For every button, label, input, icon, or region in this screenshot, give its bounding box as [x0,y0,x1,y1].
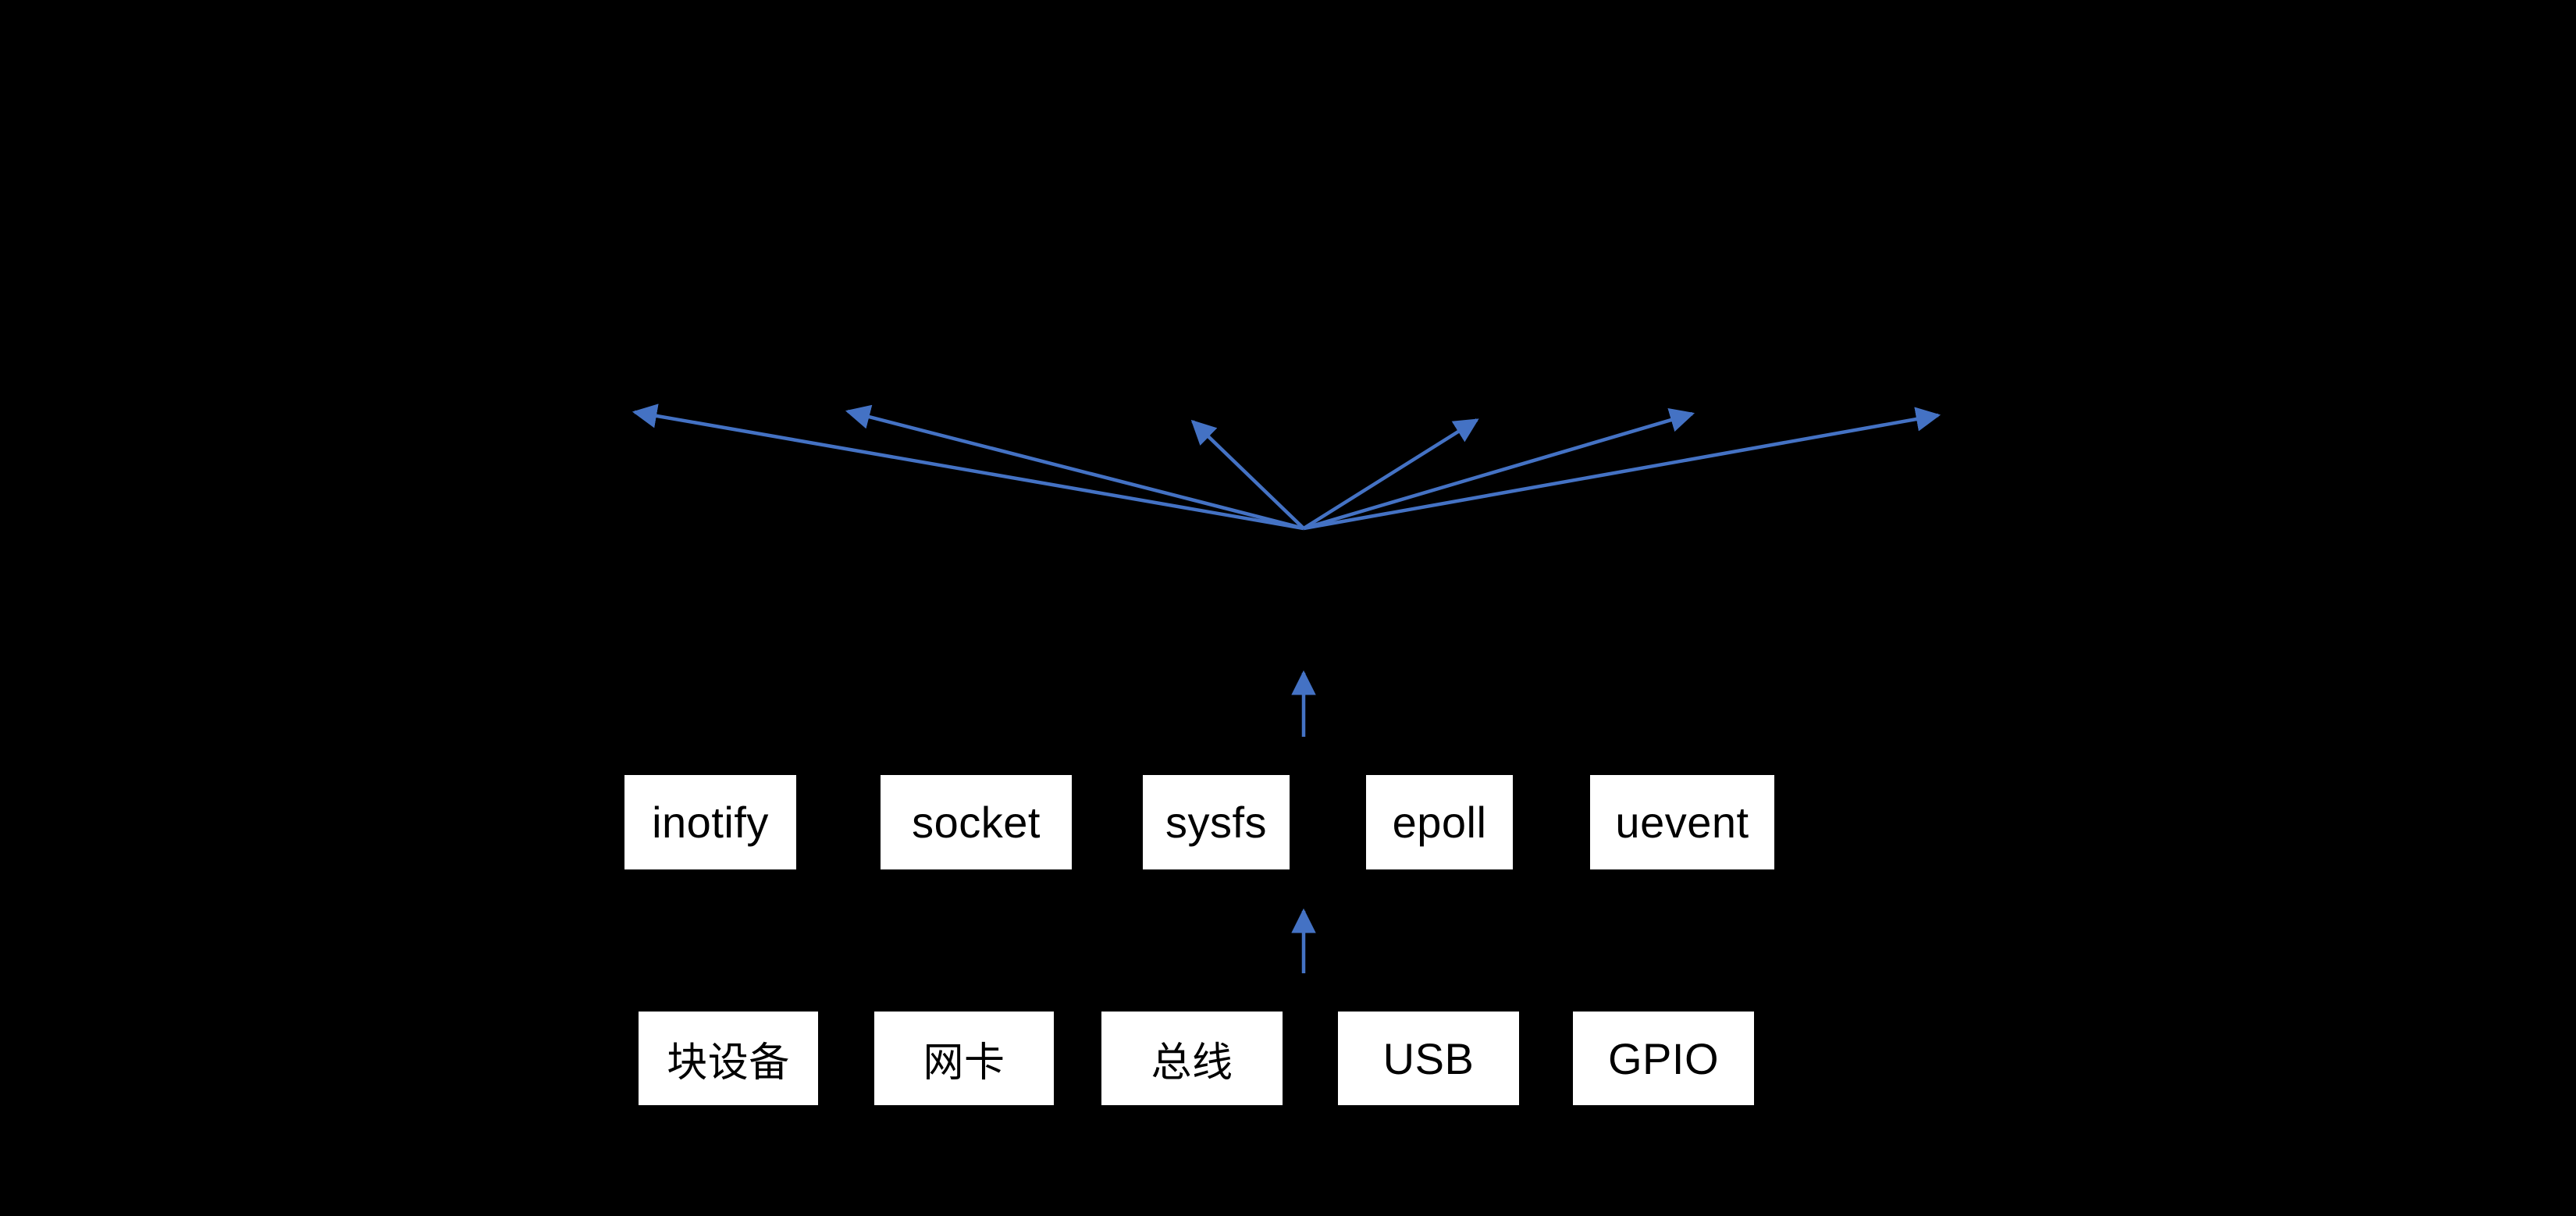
box-uevent: uevent [1590,775,1774,869]
box-block-device: 块设备 [639,1012,818,1105]
box-epoll: epoll [1366,775,1513,869]
box-inotify-label: inotify [652,798,769,847]
box-usb: USB [1338,1012,1519,1105]
box-uevent-label: uevent [1615,798,1749,847]
box-usb-label: USB [1382,1033,1475,1083]
box-gpio-label: GPIO [1607,1033,1720,1083]
box-socket: socket [881,775,1072,869]
fan-arrow-4 [1302,418,1479,530]
box-inotify: inotify [624,775,796,869]
box-network-card-label: 网卡 [923,1040,1005,1086]
fan-arrow-3 [1190,419,1305,530]
box-sysfs: sysfs [1143,775,1290,869]
box-epoll-label: epoll [1392,798,1487,847]
box-sysfs-label: sysfs [1165,798,1268,847]
box-socket-label: socket [912,798,1041,847]
fan-arrow-2 [845,404,1304,531]
box-gpio: GPIO [1573,1012,1754,1105]
box-block-device-label: 块设备 [667,1040,790,1086]
fan-arrow-6 [1303,407,1941,531]
fan-arrow-1 [632,404,1304,531]
box-bus-label: 总线 [1151,1040,1233,1086]
fan-arrow-5 [1303,407,1695,531]
box-bus: 总线 [1101,1012,1283,1105]
box-network-card: 网卡 [874,1012,1054,1105]
